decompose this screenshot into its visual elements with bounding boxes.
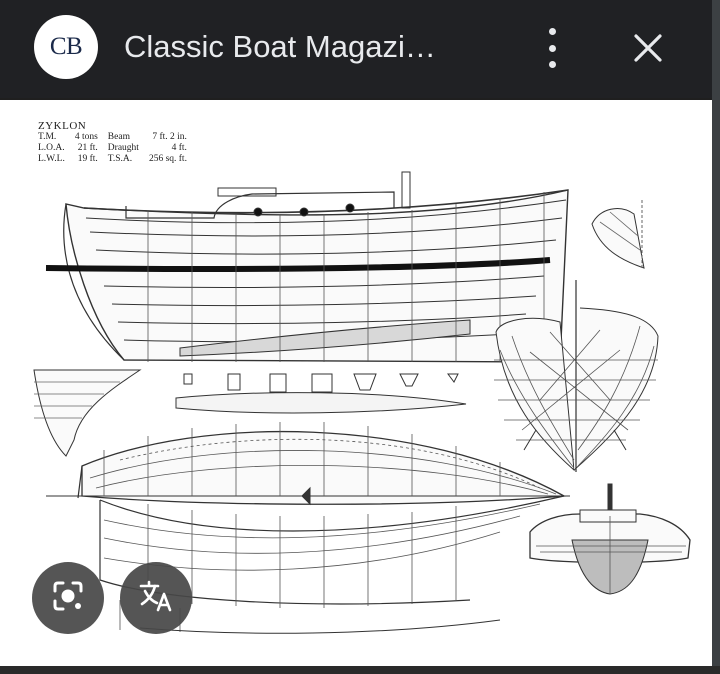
avatar-initials: CB [49,33,83,60]
half-breadth-plan [46,422,570,506]
lens-camera-icon [49,577,87,620]
page-title[interactable]: Classic Boat Magazi… [124,29,436,64]
stern-view [529,483,691,595]
viewer-header: CB Classic Boat Magazi… [0,0,712,98]
boat-plan-image[interactable]: ZYKLON T.M. 4 tons Beam 7 ft. 2 in. L.O.… [0,100,712,666]
transom-detail [33,369,142,457]
profile-view [45,171,569,363]
translate-button[interactable] [120,562,192,634]
spec-row: L.W.L. 19 ft. T.S.A. 256 sq. ft. [38,154,187,164]
stem-detail [591,200,645,270]
lens-button[interactable] [32,562,104,634]
translate-icon [136,576,176,621]
waterlines-plan [99,495,565,634]
boat-name: ZYKLON [38,120,87,132]
spec-row: T.M. 4 tons Beam 7 ft. 2 in. [38,132,187,142]
frame-sections [175,373,467,414]
body-plan [494,280,659,472]
close-icon[interactable] [628,28,668,68]
lines-plan-drawing [33,171,691,634]
bottom-edge [0,666,720,674]
spec-block: ZYKLON T.M. 4 tons Beam 7 ft. 2 in. L.O.… [38,120,197,165]
spec-row: L.O.A. 21 ft. Draught 4 ft. [38,143,187,153]
spec-table: T.M. 4 tons Beam 7 ft. 2 in. L.O.A. 21 f… [38,132,197,165]
scrollbar[interactable] [712,0,720,674]
source-avatar[interactable]: CB [34,15,98,79]
more-vert-icon[interactable] [536,28,568,68]
